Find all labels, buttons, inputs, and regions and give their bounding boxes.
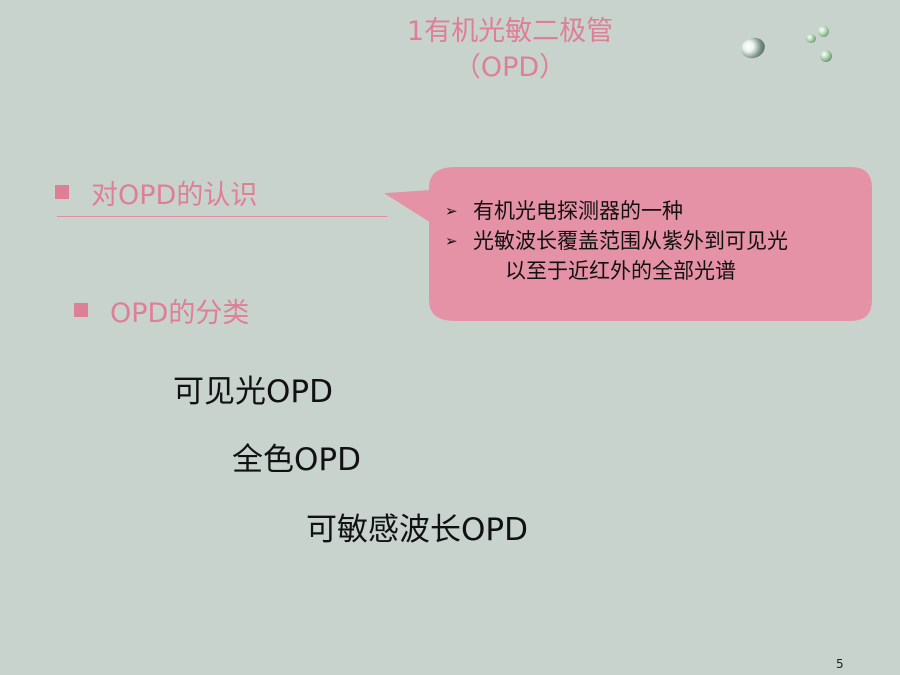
callout-item-text: 有机光电探测器的一种: [473, 199, 683, 223]
arrowhead-bullet-icon: ➢: [445, 232, 458, 250]
category-item: 全色OPD: [232, 442, 361, 478]
water-drop-icon: [818, 26, 829, 37]
category-item: 可敏感波长OPD: [306, 512, 528, 548]
callout-bubble: ➢ 有机光电探测器的一种 ➢ 光敏波长覆盖范围从紫外到可见光 以至于近红外的全部…: [385, 166, 875, 324]
title-line-2: （OPD）: [453, 52, 567, 83]
callout-item: ➢ 光敏波长覆盖范围从紫外到可见光: [445, 226, 865, 256]
water-drop-icon: [806, 34, 816, 43]
slide-title: 1有机光敏二极管 （OPD）: [330, 14, 690, 86]
title-line-1: 1有机光敏二极管: [406, 16, 614, 47]
bullet-item: 对OPD的认识: [55, 172, 257, 212]
square-bullet-icon: [74, 303, 88, 317]
bullet-item: OPD的分类: [74, 290, 249, 330]
water-drop-icon: [820, 50, 832, 62]
divider: [57, 216, 387, 217]
arrowhead-bullet-icon: ➢: [445, 202, 458, 220]
callout-item-continuation: 以至于近红外的全部光谱: [505, 259, 736, 283]
callout-item: ➢ 有机光电探测器的一种: [445, 196, 865, 226]
callout-shape: [385, 167, 872, 321]
bullet-label: OPD的分类: [110, 297, 250, 329]
page-number: 5: [836, 657, 844, 671]
square-bullet-icon: [55, 185, 69, 199]
category-item: 可见光OPD: [173, 374, 333, 410]
callout-text: ➢ 有机光电探测器的一种 ➢ 光敏波长覆盖范围从紫外到可见光 以至于近红外的全部…: [445, 196, 865, 286]
callout-item-text: 光敏波长覆盖范围从紫外到可见光: [473, 229, 788, 253]
water-drop-icon: [738, 34, 768, 62]
bullet-label: 对OPD的认识: [91, 179, 258, 211]
